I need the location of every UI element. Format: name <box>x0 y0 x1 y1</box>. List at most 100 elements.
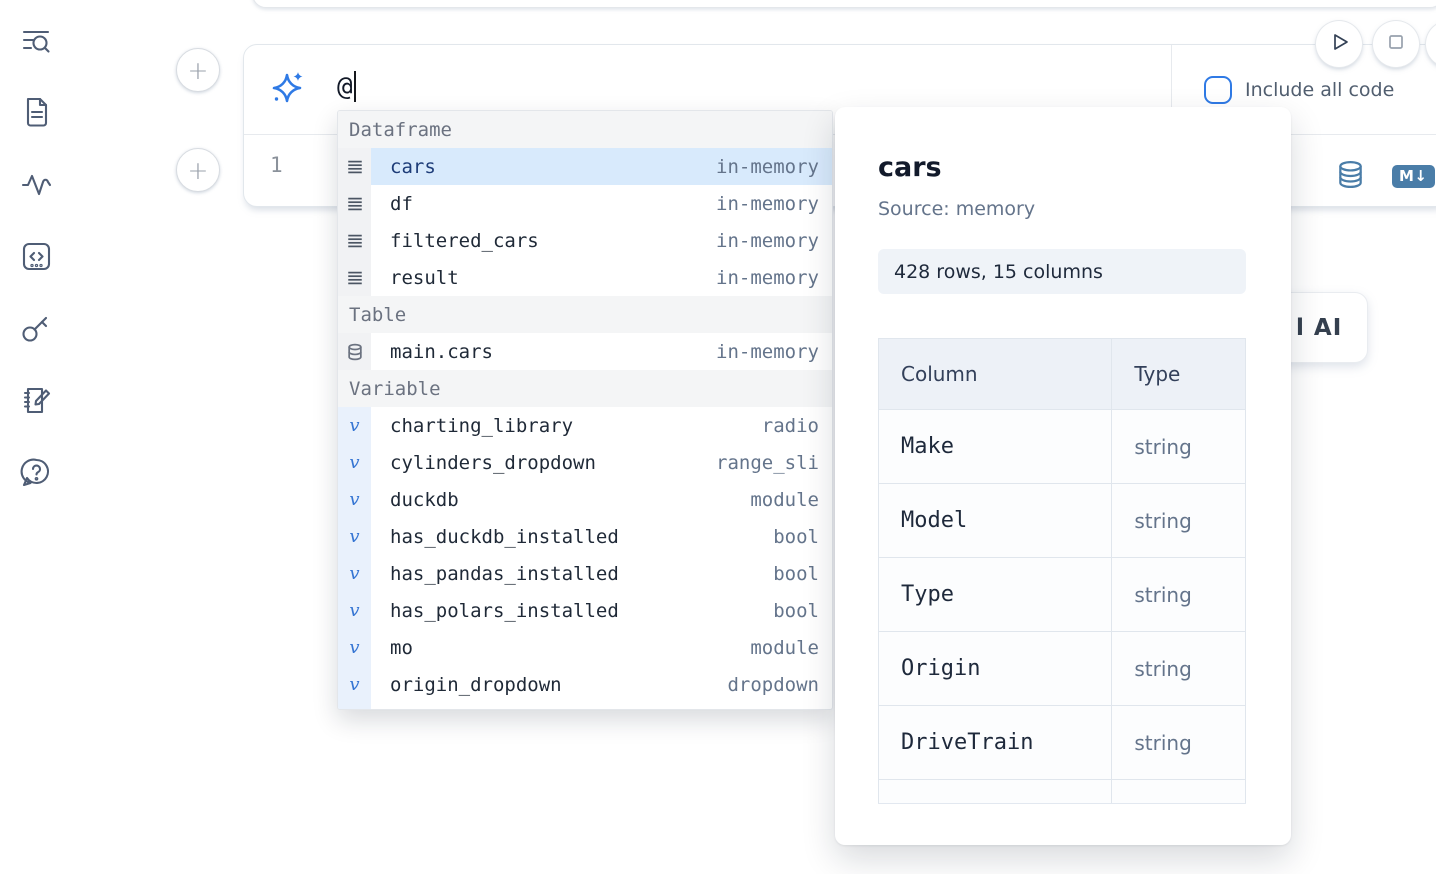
toolbar-code-block-icon[interactable] <box>14 234 58 278</box>
type-header: Type <box>1111 338 1246 410</box>
autocomplete-section-header: Table <box>338 296 832 333</box>
autocomplete-item-content: has_polars_installed bool <box>371 592 832 629</box>
toolbar-notebook-pen-icon[interactable] <box>14 378 58 422</box>
variable-icon: v <box>338 481 371 518</box>
item-name: cars <box>390 155 436 178</box>
autocomplete-item-content: has_pandas_installed bool <box>371 555 832 592</box>
item-name: result <box>390 266 459 289</box>
item-meta: range_sli <box>716 451 819 474</box>
column-type-cell: string <box>1111 557 1246 632</box>
dataframe-preview-panel: cars Source: memory 428 rows, 15 columns… <box>835 107 1291 845</box>
item-meta: in-memory <box>716 155 819 178</box>
toolbar-help-bubble-icon[interactable] <box>14 450 58 494</box>
variable-icon: v <box>338 444 371 481</box>
markdown-icon[interactable]: M↓ <box>1392 165 1435 188</box>
item-meta: dropdown <box>727 673 819 696</box>
run-cell-button[interactable] <box>1316 21 1362 67</box>
preview-source: Source: memory <box>878 198 1036 220</box>
autocomplete-item-cylinders_dropdown[interactable]: v cylinders_dropdown range_sli <box>338 444 832 481</box>
stop-icon <box>1381 27 1411 61</box>
autocomplete-item-content: cars in-memory <box>371 148 832 185</box>
autocomplete-item-content: duckdb module <box>371 481 832 518</box>
autocomplete-section-header: Dataframe <box>338 111 832 148</box>
code-editor-row[interactable]: 1 M↓ <box>244 135 1436 206</box>
column-name-cell: Make <box>878 409 1113 484</box>
sparkles-icon <box>270 69 306 105</box>
item-name: main.cars <box>390 340 493 363</box>
line-number: 1 <box>270 153 283 177</box>
item-name: cylinders_dropdown <box>390 451 596 474</box>
add-cell-button-bottom[interactable]: + <box>176 148 220 192</box>
autocomplete-item-cars[interactable]: cars in-memory <box>338 148 832 185</box>
item-meta: bool <box>773 599 819 622</box>
item-name: mo <box>390 636 413 659</box>
stop-button[interactable] <box>1373 21 1419 67</box>
item-name: has_duckdb_installed <box>390 525 619 548</box>
rows-icon <box>338 222 371 259</box>
ai-prompt-row: @ Include all code <box>244 45 1436 135</box>
autocomplete-item-content: mo module <box>371 629 832 666</box>
toolbar-file-text-icon[interactable] <box>14 90 58 134</box>
preview-title: cars <box>878 152 942 183</box>
include-all-code-label: Include all code <box>1245 79 1395 101</box>
column-header: Column <box>878 338 1113 410</box>
rows-icon <box>338 259 371 296</box>
autocomplete-item-result[interactable]: result in-memory <box>338 259 832 296</box>
cell-action-icons: M↓ <box>1335 159 1435 194</box>
item-meta: in-memory <box>716 229 819 252</box>
item-meta: in-memory <box>716 266 819 289</box>
text-cursor <box>353 71 356 102</box>
item-meta: module <box>750 488 819 511</box>
include-all-code-row: Include all code <box>1204 45 1394 135</box>
variable-icon: v <box>338 518 371 555</box>
item-name: charting_library <box>390 414 574 437</box>
item-name: origin_dropdown <box>390 673 562 696</box>
autocomplete-item-has_polars_installed[interactable]: v has_polars_installed bool <box>338 592 832 629</box>
variable-icon: v <box>338 407 371 444</box>
item-name: duckdb <box>390 488 459 511</box>
ai-prompt-input[interactable]: @ <box>337 71 356 102</box>
add-cell-button-top[interactable]: + <box>176 48 220 92</box>
toolbar-key-icon[interactable] <box>14 306 58 350</box>
variable-icon: v <box>338 592 371 629</box>
item-meta: bool <box>773 562 819 585</box>
item-name: has_pandas_installed <box>390 562 619 585</box>
column-name-cell: Origin <box>878 631 1113 706</box>
divider <box>1171 45 1172 135</box>
database-icon[interactable] <box>1335 159 1366 194</box>
item-meta: module <box>750 636 819 659</box>
extra-run-button[interactable] <box>1426 21 1436 67</box>
toolbar-activity-icon[interactable] <box>14 162 58 206</box>
column-type-cell: string <box>1111 631 1246 706</box>
toolbar-search-list-icon[interactable] <box>14 18 58 62</box>
preview-table-row <box>878 779 1246 803</box>
left-toolbar <box>14 18 62 522</box>
include-all-code-checkbox[interactable] <box>1204 76 1232 104</box>
database-icon <box>338 333 371 370</box>
autocomplete-item-pd[interactable]: vpdmodule <box>338 703 832 709</box>
autocomplete-item-content: cylinders_dropdown range_sli <box>371 444 832 481</box>
column-type-cell: string <box>1111 483 1246 558</box>
item-name: has_polars_installed <box>390 599 619 622</box>
